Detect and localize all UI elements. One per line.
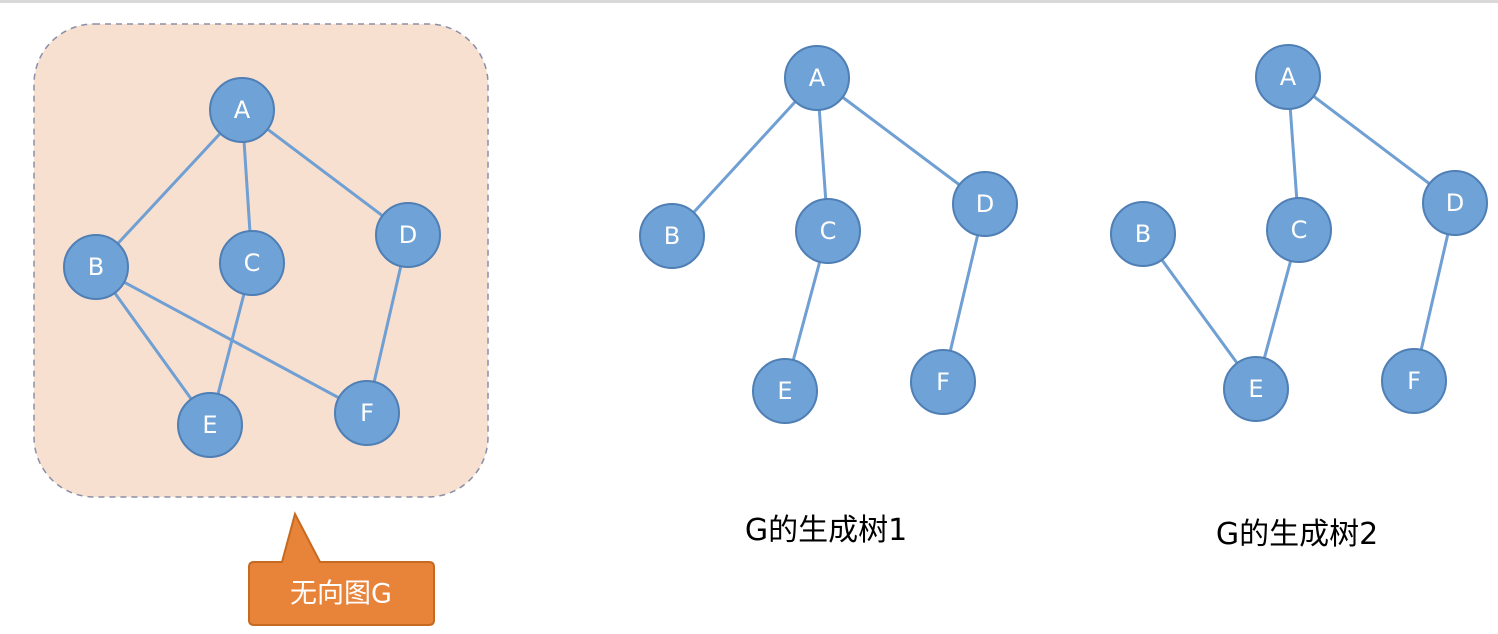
graph-g-node-c: C: [219, 230, 285, 296]
top-divider: [0, 0, 1498, 3]
tree-1-node-circle-a: [784, 45, 850, 111]
tree-1-edge-a-b: [670, 76, 819, 238]
graph-g-nodes: A B C D E F: [63, 77, 441, 458]
graph-g-node-e: E: [177, 392, 243, 458]
tree-2-node-f: F: [1381, 348, 1447, 414]
graph-g-node-label-b: B: [88, 253, 104, 281]
tree-2-edge-a-d: [1286, 75, 1457, 205]
graph-g-panel: A B C D E F: [33, 23, 489, 498]
graph-g-node-circle-a: [209, 77, 275, 143]
tree-2-node-e: E: [1223, 356, 1289, 422]
tree-2-caption: G的生成树2: [1216, 517, 1378, 552]
graph-g-node-circle-d: [375, 202, 441, 268]
graph-g-node-circle-b: [63, 234, 129, 300]
tree-2-node-label-d: D: [1446, 189, 1464, 217]
callout-label: 无向图G: [290, 579, 392, 610]
tree-1-node-label-f: F: [936, 368, 950, 396]
tree-1-node-circle-b: [639, 203, 705, 269]
tree-2-node-label-c: C: [1291, 216, 1308, 244]
tree-2-node-b: B: [1110, 201, 1176, 267]
tree-1-node-label-c: C: [820, 217, 837, 245]
tree-2-node-label-e: E: [1248, 375, 1263, 403]
tree-2-node-label-a: A: [1280, 63, 1297, 91]
tree-2-node-circle-d: [1422, 170, 1488, 236]
tree-1-nodes: A B C D E F: [639, 45, 1018, 424]
spanning-tree-1: A B C D E F G的生成树1: [639, 45, 1018, 548]
graph-g-node-b: B: [63, 234, 129, 300]
graph-g-node-d: D: [375, 202, 441, 268]
graph-g-edge-a-d: [240, 108, 410, 237]
tree-2-nodes: A B C D E F: [1110, 44, 1488, 422]
graph-g-node-circle-f: [334, 380, 400, 446]
tree-1-node-c: C: [795, 198, 861, 264]
tree-1-node-e: E: [752, 358, 818, 424]
tree-1-caption: G的生成树1: [745, 513, 907, 548]
tree-1-node-circle-c: [795, 198, 861, 264]
tree-2-node-d: D: [1422, 170, 1488, 236]
tree-1-node-circle-e: [752, 358, 818, 424]
tree-1-node-circle-d: [952, 171, 1018, 237]
graph-g-node-label-c: C: [244, 249, 261, 277]
spanning-tree-2: A B C D E F G的生成树2: [1110, 44, 1488, 552]
graph-g-node-circle-e: [177, 392, 243, 458]
tree-2-node-label-f: F: [1407, 367, 1421, 395]
callout-shape: [248, 511, 435, 626]
graph-g-node-label-e: E: [202, 411, 217, 439]
graph-g-node-circle-c: [219, 230, 285, 296]
tree-1-node-label-b: B: [664, 222, 680, 250]
tree-1-node-circle-f: [910, 349, 976, 415]
tree-1-edge-a-d: [815, 76, 987, 206]
tree-2-node-circle-b: [1110, 201, 1176, 267]
graph-g-edge-a-b: [94, 108, 244, 269]
tree-2-node-circle-f: [1381, 348, 1447, 414]
tree-1-node-f: F: [910, 349, 976, 415]
tree-1-node-label-d: D: [976, 190, 994, 218]
tree-2-node-circle-c: [1266, 197, 1332, 263]
graph-g-node-label-d: D: [399, 221, 417, 249]
graph-g-node-f: F: [334, 380, 400, 446]
graph-g-callout: 无向图G: [248, 511, 435, 626]
tree-2-node-label-b: B: [1135, 220, 1151, 248]
tree-2-node-a: A: [1255, 44, 1321, 110]
graph-g-node-label-a: A: [234, 96, 251, 124]
tree-1-node-d: D: [952, 171, 1018, 237]
tree-1-node-a: A: [784, 45, 850, 111]
tree-1-node-b: B: [639, 203, 705, 269]
graph-g-node-label-f: F: [360, 399, 374, 427]
tree-2-node-circle-a: [1255, 44, 1321, 110]
tree-2-node-circle-e: [1223, 356, 1289, 422]
tree-1-node-label-a: A: [809, 64, 826, 92]
tree-1-node-label-e: E: [777, 377, 792, 405]
graph-g-node-a: A: [209, 77, 275, 143]
tree-2-node-c: C: [1266, 197, 1332, 263]
